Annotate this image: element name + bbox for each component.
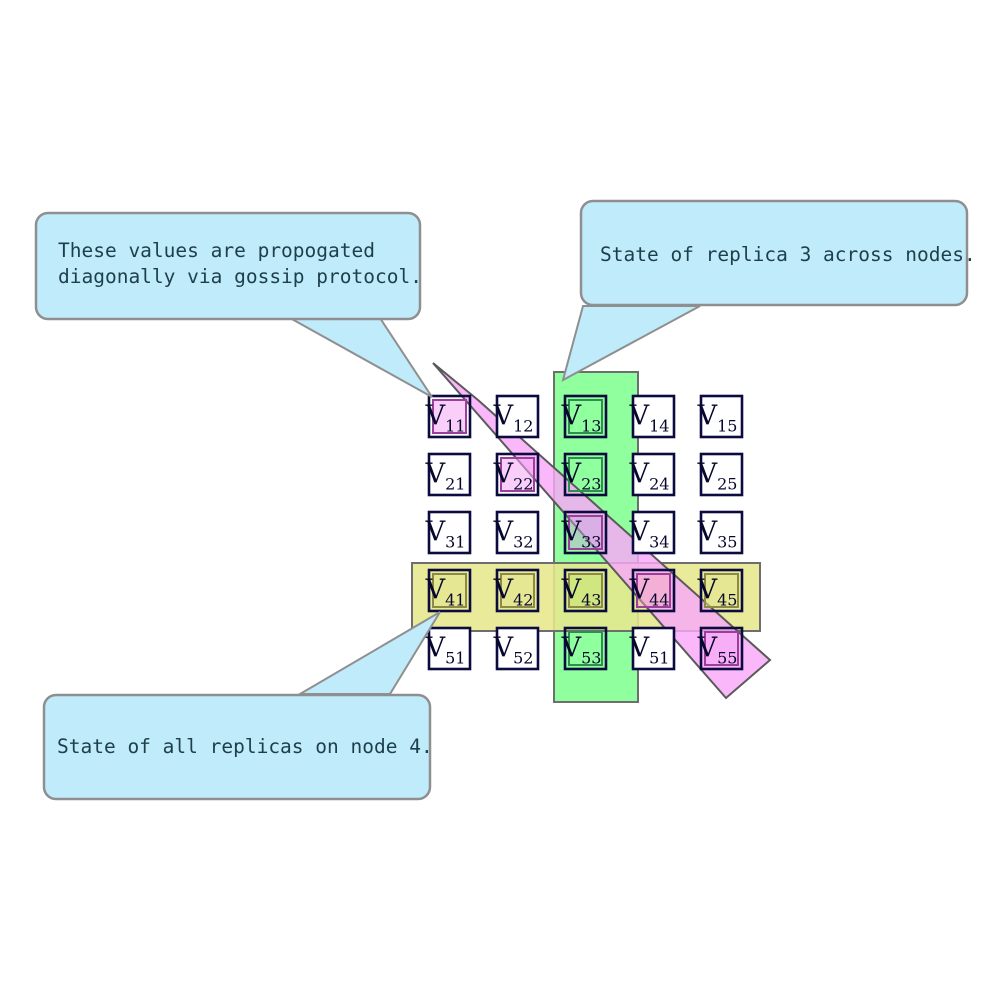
- callout-gossip-tail: [286, 317, 433, 398]
- value-cell-V21[interactable]: V21: [425, 452, 472, 497]
- value-cell-V41[interactable]: V41: [425, 568, 472, 613]
- value-cell-box: [631, 626, 676, 671]
- callout-node-4-tail: [296, 611, 441, 695]
- callout-replica-3-box[interactable]: [579, 199, 969, 307]
- value-cell-highlight: [704, 631, 739, 666]
- value-cell-V24[interactable]: V24: [629, 452, 676, 497]
- value-cell-V53[interactable]: V53: [561, 626, 608, 671]
- value-cell-V15[interactable]: V15: [697, 394, 744, 439]
- value-cell-highlight: [568, 457, 603, 492]
- value-cell-highlight: [500, 573, 535, 608]
- value-cell-box: [699, 452, 744, 497]
- value-cell-box: [427, 510, 472, 555]
- value-cell-V22[interactable]: V22: [493, 452, 540, 497]
- value-cell-label: V32: [493, 517, 534, 552]
- value-cell-box: [631, 510, 676, 555]
- value-cell-label: V43: [561, 575, 602, 610]
- value-cell-highlight: [636, 573, 671, 608]
- callout-gossip[interactable]: These values are propogated diagonally v…: [34, 211, 422, 321]
- value-cell-V34[interactable]: V34: [629, 510, 676, 555]
- value-cell-box: [699, 568, 744, 613]
- value-cell-highlight: [568, 515, 603, 550]
- value-cell-V32[interactable]: V32: [493, 510, 540, 555]
- callout-replica-3-tail: [561, 305, 701, 382]
- value-cell-V25[interactable]: V25: [697, 452, 744, 497]
- value-cell-box: [699, 510, 744, 555]
- callout-replica-3[interactable]: State of replica 3 across nodes.: [579, 199, 976, 307]
- value-cell-V52[interactable]: V52: [493, 626, 540, 671]
- value-cell-V23[interactable]: V23: [561, 452, 608, 497]
- callout-node-4-line-1: State of all replicas on node 4.: [57, 735, 433, 758]
- value-cell-highlight: [568, 573, 603, 608]
- value-cell-box: [699, 626, 744, 671]
- value-cell-box: [563, 394, 608, 439]
- value-cell-box: [495, 510, 540, 555]
- value-cell-V14[interactable]: V14: [629, 394, 676, 439]
- value-cell-highlight: [432, 573, 467, 608]
- value-cell-box: [495, 568, 540, 613]
- value-cell-box: [427, 394, 472, 439]
- value-cell-box: [631, 394, 676, 439]
- value-cell-box: [699, 394, 744, 439]
- value-cell-box: [563, 510, 608, 555]
- value-cell-highlight: [568, 631, 603, 666]
- value-cell-box: [631, 452, 676, 497]
- value-cell-V31[interactable]: V31: [425, 510, 472, 555]
- value-cell-V51[interactable]: V51: [425, 626, 472, 671]
- value-cell-V45[interactable]: V45: [697, 568, 744, 613]
- value-cell-box: [427, 626, 472, 671]
- value-cell-label: V44: [629, 575, 670, 610]
- value-cell-V51[interactable]: V51: [629, 626, 676, 671]
- value-cell-box: [631, 568, 676, 613]
- value-cell-box: [427, 452, 472, 497]
- callout-gossip-line-1: These values are propogated: [58, 239, 375, 262]
- value-cell-highlight: [568, 399, 603, 434]
- value-cell-V43[interactable]: V43: [561, 568, 608, 613]
- value-cell-V55[interactable]: V55: [697, 626, 744, 671]
- value-cell-highlight: [704, 573, 739, 608]
- value-cell-V13[interactable]: V13: [561, 394, 608, 439]
- value-cell-V44[interactable]: V44: [629, 568, 676, 613]
- callout-node-4[interactable]: State of all replicas on node 4.: [42, 693, 433, 801]
- value-cell-box: [563, 626, 608, 671]
- value-cell-box: [495, 452, 540, 497]
- value-cell-V33[interactable]: V33: [561, 510, 608, 555]
- value-cell-label: V11: [425, 401, 466, 436]
- value-cell-label: V51: [629, 633, 670, 668]
- value-cell-highlight: [432, 399, 467, 434]
- value-cell-box: [427, 568, 472, 613]
- value-cell-box: [495, 394, 540, 439]
- value-cell-label: V24: [629, 459, 670, 494]
- value-cell-highlight: [500, 457, 535, 492]
- value-cell-box: [563, 452, 608, 497]
- callout-replica-3-line-1: State of replica 3 across nodes.: [600, 243, 976, 266]
- value-cell-V42[interactable]: V42: [493, 568, 540, 613]
- value-cell-V35[interactable]: V35: [697, 510, 744, 555]
- value-cell-box: [563, 568, 608, 613]
- value-cell-box: [495, 626, 540, 671]
- callout-node-4-box[interactable]: [42, 693, 432, 801]
- callout-gossip-line-2: diagonally via gossip protocol.: [58, 265, 422, 288]
- callout-gossip-box[interactable]: [34, 211, 422, 321]
- value-cell-V11[interactable]: V11: [425, 394, 472, 439]
- value-cell-V12[interactable]: V12: [493, 394, 540, 439]
